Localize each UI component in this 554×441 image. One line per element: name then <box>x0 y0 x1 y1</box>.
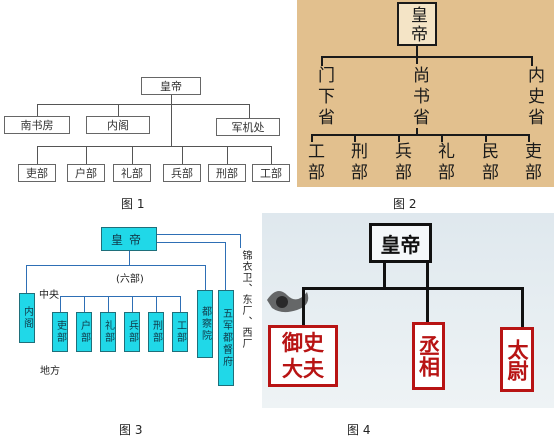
f3-ministry-li: 吏部 <box>52 312 68 352</box>
f4-emperor-box: 皇帝 <box>369 223 432 263</box>
f3-censorate-box: 都察院 <box>197 290 213 358</box>
f2-connector <box>416 128 418 135</box>
f4-caption: 图 4 <box>347 423 371 437</box>
f2-ministry-min: 民部 <box>478 142 498 184</box>
f1-office-neige: 内阁 <box>86 116 150 134</box>
f2-connector <box>528 134 530 142</box>
f1-connector <box>171 95 172 146</box>
f1-connector <box>271 146 272 164</box>
f1-connector <box>227 146 228 164</box>
f3-ministry-li2: 礼部 <box>100 312 116 352</box>
f1-connector <box>182 146 183 164</box>
f3-ministry-hu: 户部 <box>76 312 92 352</box>
f3-connector <box>26 265 206 266</box>
f2-connector <box>398 134 400 142</box>
f2-emperor-text: 皇帝 <box>407 6 427 44</box>
f1-office-junjichu: 军机处 <box>216 118 280 136</box>
f1-caption: 图 1 <box>121 197 145 211</box>
f2-caption: 图 2 <box>393 197 417 211</box>
f3-connector <box>157 234 240 235</box>
f4-connector <box>302 287 305 329</box>
f3-connector <box>26 265 27 293</box>
f2-province-neishi: 内史省 <box>524 65 544 129</box>
f3-side-text: 锦衣卫、东厂、西厂 <box>240 250 251 349</box>
f3-ministry-bing: 兵部 <box>124 312 140 352</box>
f4-connector <box>302 287 524 290</box>
f1-office-nanshufang: 南书房 <box>4 116 70 134</box>
f1-ministry-gong: 工部 <box>252 164 290 182</box>
f3-ministry-gong: 工部 <box>172 312 188 352</box>
f2-connector <box>321 56 323 66</box>
f1-connector <box>249 104 250 118</box>
f2-ministry-li2: 吏部 <box>521 142 541 184</box>
f4-ink-decoration <box>267 291 309 313</box>
f3-connector <box>205 265 206 290</box>
f2-connector <box>321 56 533 58</box>
f1-connector <box>118 104 119 116</box>
f3-emperor-box: 皇帝 <box>101 227 157 251</box>
f2-emperor-box: 皇帝 <box>397 2 437 46</box>
f3-connector <box>129 251 130 265</box>
f3-connector <box>240 234 241 248</box>
f1-ministry-xing: 刑部 <box>208 164 246 182</box>
f1-connector <box>86 146 87 164</box>
f2-ministry-bing: 兵部 <box>391 142 411 184</box>
f3-local-label: 地方 <box>40 366 60 377</box>
f4-taiwei-box: 太尉 <box>500 327 534 392</box>
f1-ministry-li2: 礼部 <box>113 164 151 182</box>
f2-connector <box>354 134 356 142</box>
f3-central-label: 中央 <box>39 290 59 301</box>
f2-ministry-xing: 刑部 <box>347 142 367 184</box>
f4-connector <box>521 287 524 329</box>
f1-connector <box>37 104 249 105</box>
f4-yushidafu-box: 御史大夫 <box>268 325 338 387</box>
f3-neige-box: 内阁 <box>19 293 35 343</box>
f1-connector <box>132 146 133 164</box>
f3-connector <box>84 296 85 312</box>
f4-chengxiang-box: 丞相 <box>412 322 445 390</box>
f3-connector <box>157 242 225 243</box>
f3-connector <box>225 242 226 290</box>
f2-ministry-li: 礼部 <box>434 142 454 184</box>
f2-connector <box>416 46 418 56</box>
f1-connector <box>37 146 271 147</box>
f3-connector <box>156 296 157 312</box>
f3-six-ministries-label: (六部) <box>116 274 144 285</box>
f2-connector <box>311 134 530 136</box>
f3-ministry-xing: 刑部 <box>148 312 164 352</box>
f2-connector <box>311 134 313 142</box>
f3-caption: 图 3 <box>119 423 143 437</box>
f3-connector <box>180 296 181 312</box>
f1-connector <box>37 146 38 164</box>
f2-connector <box>441 134 443 142</box>
f2-province-shangshu: 尚书省 <box>409 65 429 129</box>
f2-connector <box>485 134 487 142</box>
f1-ministry-hu: 户部 <box>67 164 105 182</box>
f1-ministry-li: 吏部 <box>18 164 56 182</box>
f3-connector <box>60 296 61 312</box>
f2-province-menxia: 门下省 <box>314 65 334 129</box>
f3-connector <box>132 296 133 312</box>
f1-ministry-bing: 兵部 <box>163 164 201 182</box>
f1-connector <box>37 104 38 116</box>
f1-emperor-box: 皇帝 <box>141 77 201 95</box>
f4-yushidafu-text: 御史大夫 <box>282 331 324 381</box>
f4-connector <box>383 263 386 289</box>
f3-connector <box>108 296 109 312</box>
f3-connector <box>60 296 180 297</box>
f2-ministry-gong: 工部 <box>304 142 324 184</box>
f3-five-military-box: 五军都督府 <box>218 290 234 386</box>
f2-connector <box>531 56 533 66</box>
f4-connector <box>426 263 429 323</box>
f2-connector <box>416 56 418 64</box>
